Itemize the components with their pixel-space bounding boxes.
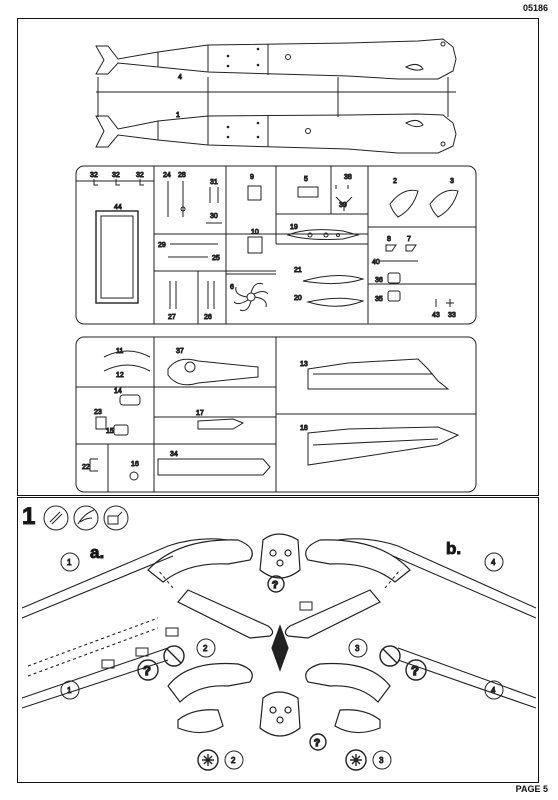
glue-icon xyxy=(43,505,69,531)
label-a: a. xyxy=(90,543,104,562)
svg-text:24: 24 xyxy=(163,172,171,179)
svg-text:13: 13 xyxy=(300,361,308,368)
svg-text:4: 4 xyxy=(491,558,496,567)
svg-text:?: ? xyxy=(314,738,320,749)
small-parts-sprue xyxy=(75,165,477,325)
svg-text:?: ? xyxy=(411,663,419,678)
assembly-arrows xyxy=(157,569,401,589)
svg-text:22: 22 xyxy=(82,464,90,471)
document-code: 05186 xyxy=(522,3,548,13)
decal-markers xyxy=(101,601,313,669)
svg-text:20: 20 xyxy=(294,295,302,302)
small-parts-details xyxy=(93,179,459,312)
decal-marker-icon xyxy=(165,627,179,637)
svg-text:36: 36 xyxy=(375,277,383,284)
svg-text:43: 43 xyxy=(432,312,440,319)
question-icon xyxy=(267,575,285,593)
question-icon xyxy=(405,659,427,681)
svg-text:32: 32 xyxy=(90,172,98,179)
propeller-units xyxy=(259,533,301,737)
page-number: PAGE 5 xyxy=(515,784,548,794)
svg-text:38: 38 xyxy=(344,174,352,181)
svg-text:32: 32 xyxy=(112,172,120,179)
svg-text:25: 25 xyxy=(212,255,220,262)
sprue-rails xyxy=(96,77,456,117)
decal-marker-icon xyxy=(101,659,115,669)
svg-text:33: 33 xyxy=(448,312,456,319)
svg-text:21: 21 xyxy=(294,267,302,274)
svg-text:2: 2 xyxy=(231,756,236,765)
hull-part-4: 4 xyxy=(95,38,457,82)
sprue-diagram: 4 1 xyxy=(75,38,477,493)
svg-text:29: 29 xyxy=(158,242,166,249)
svg-text:2: 2 xyxy=(203,644,208,653)
svg-text:10: 10 xyxy=(251,229,259,236)
svg-text:39: 39 xyxy=(339,202,347,209)
svg-text:3: 3 xyxy=(450,178,454,185)
instruction-icons xyxy=(43,505,129,531)
cover-parts xyxy=(147,539,411,703)
sprue-diagram-frame: 4 1 xyxy=(17,18,539,496)
part-numbers: 32 32 32 24 28 31 30 9 5 38 39 2 3 44 19… xyxy=(82,172,457,472)
large-parts-sprue xyxy=(75,336,477,493)
part-callouts: 1 2 3 4 1 4 2 3 xyxy=(60,552,504,770)
assembly-diagram: 1 a. b. xyxy=(21,503,537,771)
question-icon xyxy=(309,733,327,751)
question-icon xyxy=(137,659,159,681)
spinning-icon xyxy=(197,749,219,771)
svg-text:5: 5 xyxy=(304,176,308,183)
warning-icons: ? ? ? ? xyxy=(137,575,427,771)
svg-text:30: 30 xyxy=(210,213,218,220)
svg-text:27: 27 xyxy=(168,314,176,321)
glue-icon-detail xyxy=(49,511,63,525)
step-number: 1 xyxy=(22,503,35,530)
svg-text:?: ? xyxy=(272,580,278,591)
no-glue-icon xyxy=(163,645,185,667)
svg-text:37: 37 xyxy=(176,348,184,355)
svg-text:44: 44 xyxy=(114,204,122,211)
hull-4-label: 4 xyxy=(178,74,182,81)
decal-marker-icon xyxy=(299,601,313,611)
svg-text:11: 11 xyxy=(116,348,123,355)
svg-text:9: 9 xyxy=(250,174,254,181)
svg-text:1: 1 xyxy=(67,558,72,567)
svg-text:8: 8 xyxy=(387,236,391,243)
svg-text:12: 12 xyxy=(116,372,124,379)
label-b: b. xyxy=(446,539,461,558)
svg-text:18: 18 xyxy=(300,425,308,432)
svg-text:31: 31 xyxy=(210,179,218,186)
svg-text:3: 3 xyxy=(379,756,384,765)
part-44-frame xyxy=(95,210,139,304)
svg-text:26: 26 xyxy=(204,314,212,321)
spinning-icon xyxy=(345,749,367,771)
svg-text:6: 6 xyxy=(230,284,234,291)
svg-text:40: 40 xyxy=(372,259,380,266)
hull-1-label: 1 xyxy=(176,112,180,119)
spinning-icon xyxy=(271,624,289,672)
svg-text:17: 17 xyxy=(196,410,204,417)
svg-text:2: 2 xyxy=(393,178,397,185)
decal-icon xyxy=(103,505,129,531)
svg-text:4: 4 xyxy=(491,686,496,695)
no-glue-icon xyxy=(379,645,401,667)
hull-part-1: 1 xyxy=(95,112,457,154)
svg-text:16: 16 xyxy=(131,461,139,468)
svg-text:19: 19 xyxy=(290,224,298,231)
svg-text:28: 28 xyxy=(178,172,186,179)
svg-text:?: ? xyxy=(143,663,151,678)
svg-text:32: 32 xyxy=(136,172,144,179)
svg-text:7: 7 xyxy=(407,236,411,243)
paint-brush-icon xyxy=(73,505,99,531)
svg-text:15: 15 xyxy=(106,428,114,435)
svg-text:34: 34 xyxy=(170,451,178,458)
svg-text:1: 1 xyxy=(67,686,72,695)
decal-marker-icon xyxy=(135,647,149,657)
svg-text:35: 35 xyxy=(375,296,383,303)
fin-parts xyxy=(177,589,381,734)
hull-outlines xyxy=(21,538,537,709)
assembly-step-frame: 1 a. b. xyxy=(17,497,539,783)
svg-text:14: 14 xyxy=(114,388,122,395)
svg-text:3: 3 xyxy=(355,644,360,653)
svg-text:23: 23 xyxy=(94,409,102,416)
